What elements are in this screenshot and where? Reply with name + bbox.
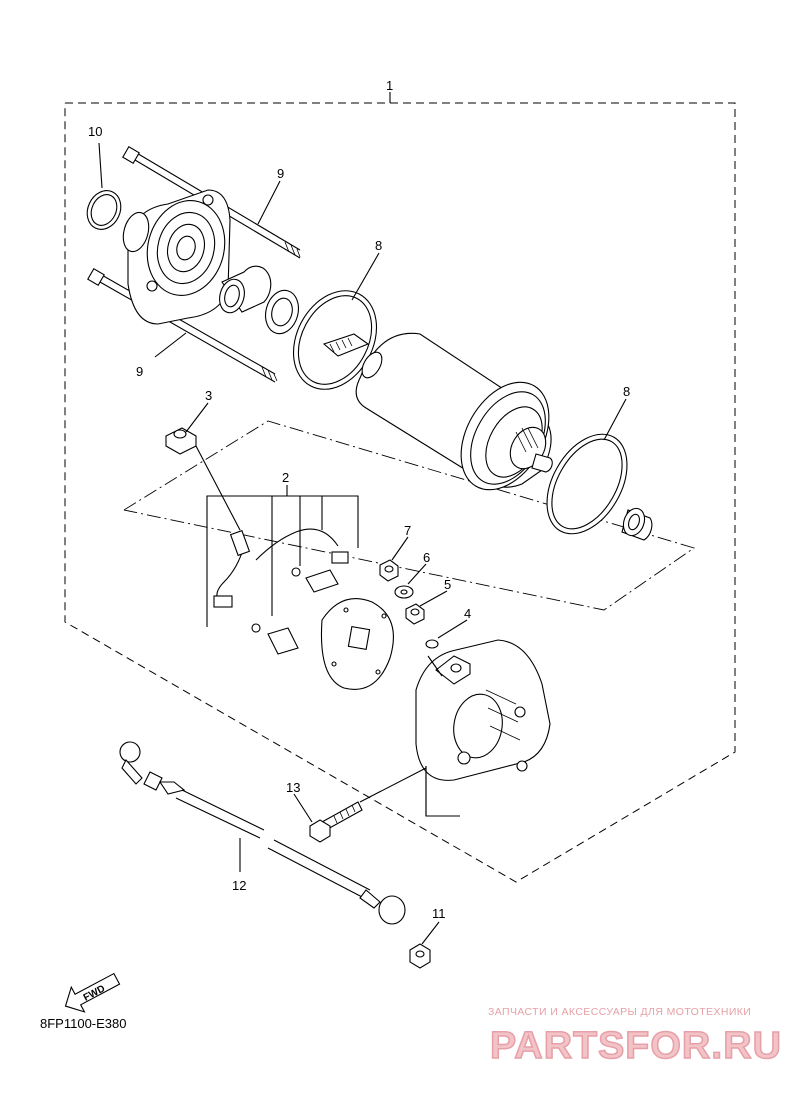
nut-7 xyxy=(379,559,399,582)
callout-9-upper: 9 xyxy=(277,166,284,181)
oil-seal xyxy=(264,289,300,335)
nut-11 xyxy=(409,943,431,969)
callout-8-lower: 8 xyxy=(623,384,630,399)
starter-front-housing xyxy=(415,639,551,817)
callout-7: 7 xyxy=(404,523,411,538)
brush-lead-wire xyxy=(213,528,349,608)
diagram-code: 8FP1100-E380 xyxy=(40,1016,127,1031)
brush-upper xyxy=(291,567,339,593)
fwd-label: FWD xyxy=(82,983,107,1003)
callout-bracket-2 xyxy=(206,495,359,627)
callout-9-lower: 9 xyxy=(136,364,143,379)
callout-8-upper: 8 xyxy=(375,238,382,253)
o-ring-4 xyxy=(425,639,439,649)
starter-end-cover xyxy=(122,189,231,325)
bushing xyxy=(621,507,653,541)
starter-cable-rod xyxy=(119,741,406,925)
needle-bearing xyxy=(219,265,272,314)
watermark-caption: ЗАПЧАСТИ И АКСЕССУАРЫ ДЛЯ МОТОТЕХНИКИ xyxy=(488,1006,752,1018)
subassembly-plane xyxy=(123,420,696,611)
callout-4: 4 xyxy=(464,606,471,621)
watermark-logo: PARTSFOR.RU xyxy=(489,1024,782,1066)
callout-1: 1 xyxy=(386,78,393,93)
o-ring-large-lower xyxy=(546,433,628,535)
brush-lower xyxy=(251,623,299,655)
nut-5 xyxy=(405,603,425,625)
callout-5: 5 xyxy=(444,577,451,592)
leader-lines xyxy=(98,142,627,945)
callout-12: 12 xyxy=(232,878,246,893)
callout-3: 3 xyxy=(205,388,212,403)
rubber-cap xyxy=(165,427,241,531)
bolt-13 xyxy=(309,767,427,843)
washer-6 xyxy=(394,585,414,599)
callout-6: 6 xyxy=(423,550,430,565)
assembly-boundary xyxy=(64,102,736,883)
watermark: ЗАПЧАСТИ И АКСЕССУАРЫ ДЛЯ МОТОТЕХНИКИ PA… xyxy=(488,1006,788,1066)
svg-text:PARTSFOR.RU: PARTSFOR.RU xyxy=(490,1025,782,1066)
starter-motor-yoke xyxy=(322,332,553,491)
callout-13: 13 xyxy=(286,780,300,795)
o-ring-small xyxy=(86,190,122,230)
callout-11: 11 xyxy=(432,906,446,921)
forward-arrow-icon: FWD xyxy=(64,972,121,1013)
brush-holder-plate xyxy=(320,598,394,690)
callout-2: 2 xyxy=(282,470,289,485)
callout-10: 10 xyxy=(88,124,102,139)
